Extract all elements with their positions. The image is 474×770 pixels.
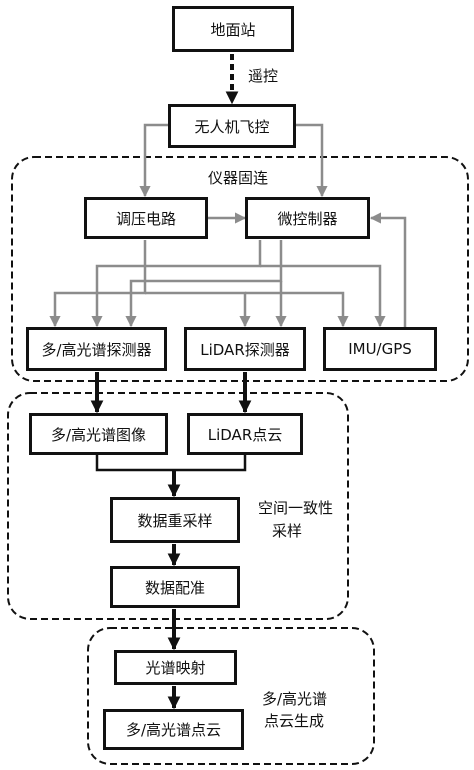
data-resampling-label: 数据重采样	[137, 511, 213, 530]
bus-line-1-imu	[245, 291, 349, 328]
data-registration-label: 数据配准	[144, 578, 205, 597]
spectral-mapping-label: 光谱映射	[145, 659, 206, 677]
hyperspectral-detector-box: 多/高光谱探测器	[26, 327, 167, 371]
bus-line-3	[125, 240, 283, 328]
spatial-sampling-group	[7, 392, 349, 620]
uav-flight-control-label: 无人机飞控	[194, 117, 270, 136]
point-cloud-generation-group	[87, 627, 375, 765]
hyperspectral-detector-label: 多/高光谱探测器	[41, 340, 152, 359]
voltage-regulator-box: 调压电路	[84, 197, 208, 239]
remote-control-label: 遥控	[248, 67, 279, 85]
lidar-point-cloud-label: LiDAR点云	[207, 425, 283, 444]
voltage-regulator-label: 调压电路	[115, 209, 176, 228]
hyperspectral-point-cloud-label: 多/高光谱点云	[125, 721, 222, 739]
ground-station-box: 地面站	[172, 6, 294, 52]
microcontroller-box: 微控制器	[245, 197, 370, 239]
flight-control-to-regulator-arrow	[139, 123, 168, 198]
data-registration-box: 数据配准	[110, 566, 240, 608]
imu-gps-label: IMU/GPS	[348, 340, 412, 358]
uav-flight-control-box: 无人机飞控	[168, 104, 296, 148]
point-cloud-merge-line	[174, 455, 247, 472]
data-resampling-box: 数据重采样	[110, 497, 240, 543]
instrument-mount-label: 仪器固连	[208, 169, 269, 187]
point-cloud-generation-label-line2: 点云生成	[264, 712, 325, 730]
image-merge-line	[95, 455, 174, 472]
lidar-detector-label: LiDAR探测器	[200, 340, 290, 359]
spatial-consistency-label-line2: 采样	[272, 522, 303, 540]
flight-control-to-microcontroller-arrow	[296, 123, 328, 198]
ground-station-label: 地面站	[210, 20, 256, 39]
lidar-point-cloud-box: LiDAR点云	[187, 413, 303, 455]
microcontroller-label: 微控制器	[277, 209, 338, 228]
imu-to-microcontroller-arrow	[369, 212, 407, 327]
hyperspectral-image-box: 多/高光谱图像	[29, 413, 168, 455]
imu-gps-box: IMU/GPS	[323, 327, 437, 371]
bus-line-2	[91, 240, 262, 328]
spectral-mapping-box: 光谱映射	[114, 650, 237, 685]
lidar-detector-box: LiDAR探测器	[184, 327, 306, 371]
spatial-consistency-label-line1: 空间一致性	[258, 499, 334, 517]
hyperspectral-point-cloud-box: 多/高光谱点云	[103, 709, 244, 750]
bus-line-2-imu	[260, 264, 386, 328]
point-cloud-generation-label-line1: 多/高光谱	[262, 690, 328, 708]
bus-line-1-lidar	[145, 291, 251, 328]
hyperspectral-image-label: 多/高光谱图像	[50, 425, 147, 444]
